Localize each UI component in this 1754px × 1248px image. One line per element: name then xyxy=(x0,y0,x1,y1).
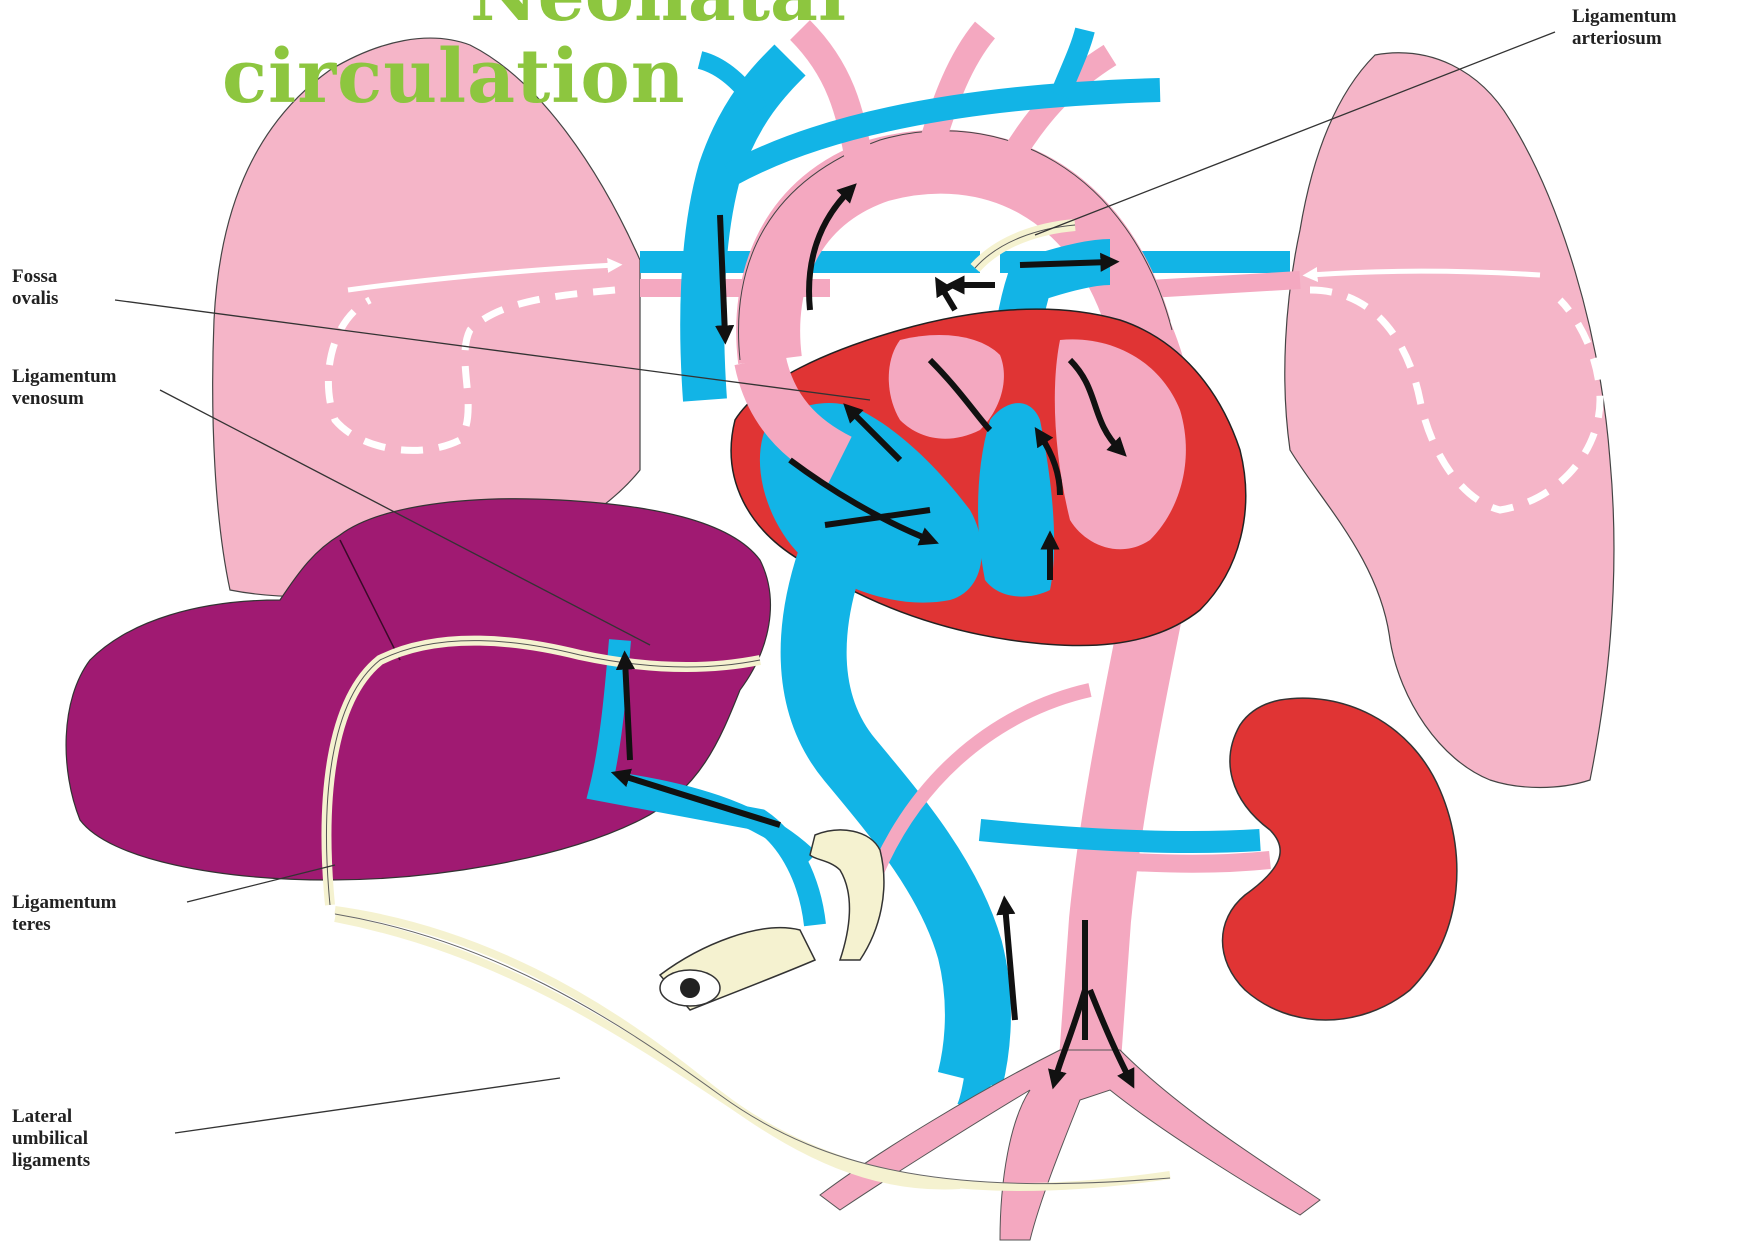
umbilical-cord-vessel xyxy=(680,978,700,998)
label-lateral-umbilical-ligaments: Lateral umbilical ligaments xyxy=(12,1106,90,1172)
umbilical-cord xyxy=(810,830,884,960)
iliac-arteries xyxy=(820,1050,1320,1240)
liver xyxy=(66,499,770,880)
label-fossa-ovalis: Fossa ovalis xyxy=(12,266,58,310)
renal-artery xyxy=(1100,860,1270,864)
label-ligamentum-teres: Ligamentum teres xyxy=(12,892,117,936)
label-ligamentum-venosum: Ligamentum venosum xyxy=(12,366,117,410)
inferior-vena-cava xyxy=(814,560,978,1080)
leader-lateral-umbilical-ligaments xyxy=(175,1078,560,1133)
title-line-2: circulation xyxy=(222,40,686,114)
title-line-1: Neonatal xyxy=(470,0,846,32)
renal-vein xyxy=(980,830,1260,842)
left-lung xyxy=(1285,53,1614,788)
label-ligamentum-arteriosum: Ligamentum arteriosum xyxy=(1572,6,1677,50)
